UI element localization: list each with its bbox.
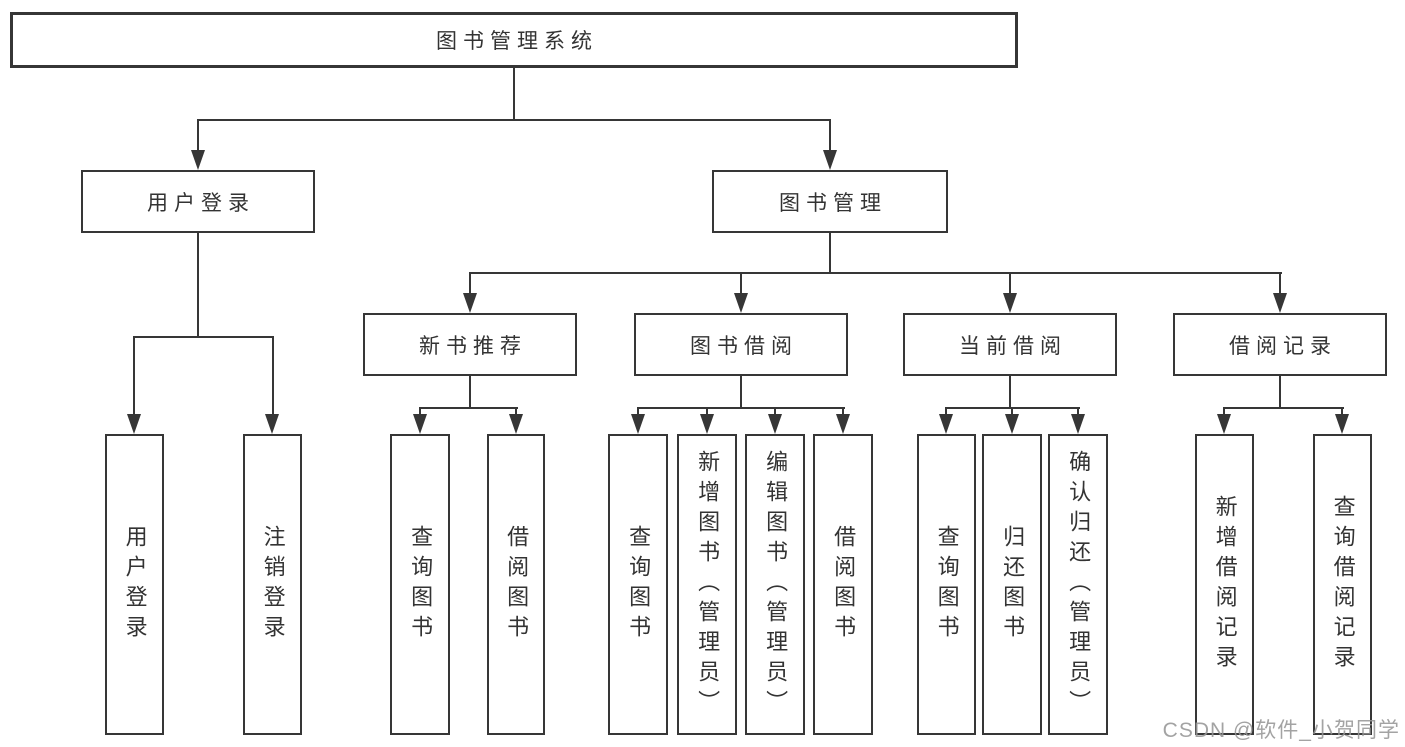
leaf-recommend-query-books: 查询图书: [390, 434, 450, 735]
node-label: 新书推荐: [419, 334, 527, 358]
node-label: 新增图书（管理员）: [695, 449, 721, 720]
node-label: 查询借阅记录: [1330, 494, 1356, 675]
node-label: 归还图书: [1000, 524, 1026, 645]
arrowhead-icon: [413, 414, 427, 434]
node-label: 借阅记录: [1229, 334, 1337, 358]
csdn-watermark: CSDN @软件_小贺同学: [1162, 719, 1400, 742]
connector-line: [1223, 407, 1344, 409]
node-label: 注销登录: [260, 524, 286, 645]
arrowhead-icon: [700, 414, 714, 434]
connector-line: [197, 119, 199, 152]
leaf-recommend-borrow-books: 借阅图书: [487, 434, 545, 735]
node-label: 查询图书: [626, 524, 652, 645]
node-label: 新增借阅记录: [1212, 494, 1238, 675]
connector-line: [133, 336, 135, 416]
leaf-records-query-borrow-record: 查询借阅记录: [1313, 434, 1372, 735]
connector-line: [637, 407, 639, 417]
leaf-current-return-books: 归还图书: [982, 434, 1042, 735]
connector-line: [469, 272, 471, 296]
arrowhead-icon: [127, 414, 141, 434]
leaf-current-confirm-return-admin: 确认归还（管理员）: [1048, 434, 1108, 735]
arrowhead-icon: [191, 150, 205, 170]
connector-line: [469, 376, 471, 409]
connector-line: [272, 336, 274, 416]
leaf-records-add-borrow-record: 新增借阅记录: [1195, 434, 1254, 735]
arrowhead-icon: [1003, 293, 1017, 313]
arrowhead-icon: [823, 150, 837, 170]
connector-line: [740, 272, 742, 296]
leaf-logout: 注销登录: [243, 434, 302, 735]
connector-line: [1223, 407, 1225, 417]
connector-line: [740, 376, 742, 409]
node-label: 图书借阅: [690, 334, 798, 358]
arrowhead-icon: [463, 293, 477, 313]
connector-line: [829, 119, 831, 152]
node-label: 借阅图书: [831, 524, 857, 645]
node-library-management-system: 图书管理系统: [10, 12, 1018, 68]
node-book-borrowing: 图书借阅: [634, 313, 848, 376]
connector-line: [774, 407, 776, 417]
connector-line: [515, 407, 517, 417]
leaf-borrowing-query-books: 查询图书: [608, 434, 668, 735]
node-label: 图书管理系统: [436, 30, 598, 53]
arrowhead-icon: [768, 414, 782, 434]
node-label: 查询图书: [934, 524, 960, 645]
connector-line: [945, 407, 947, 417]
connector-line: [1077, 407, 1079, 417]
connector-line: [419, 407, 518, 409]
connector-line: [829, 233, 831, 274]
connector-line: [513, 68, 515, 119]
connector-line: [842, 407, 844, 417]
connector-line: [706, 407, 708, 417]
arrowhead-icon: [734, 293, 748, 313]
node-label: 查询图书: [408, 524, 434, 645]
arrowhead-icon: [1217, 414, 1231, 434]
node-user-login: 用户登录: [81, 170, 315, 233]
leaf-borrowing-edit-books-admin: 编辑图书（管理员）: [745, 434, 805, 735]
leaf-borrowing-add-books-admin: 新增图书（管理员）: [677, 434, 737, 735]
connector-line: [1009, 272, 1011, 296]
leaf-current-query-books: 查询图书: [917, 434, 976, 735]
node-book-management: 图书管理: [712, 170, 948, 233]
node-label: 当前借阅: [959, 334, 1067, 358]
arrowhead-icon: [631, 414, 645, 434]
arrowhead-icon: [1335, 414, 1349, 434]
connector-line: [419, 407, 421, 417]
connector-line: [1009, 376, 1011, 409]
connector-line: [133, 336, 274, 338]
node-label: 用户登录: [122, 524, 148, 645]
arrowhead-icon: [836, 414, 850, 434]
arrowhead-icon: [1071, 414, 1085, 434]
arrowhead-icon: [509, 414, 523, 434]
connector-line: [1279, 376, 1281, 409]
connector-line: [1011, 407, 1013, 417]
leaf-user-login: 用户登录: [105, 434, 164, 735]
connector-line: [469, 272, 1282, 274]
node-new-book-recommendation: 新书推荐: [363, 313, 577, 376]
leaf-borrowing-borrow-books: 借阅图书: [813, 434, 873, 735]
node-label: 图书管理: [779, 191, 887, 215]
node-label: 用户登录: [147, 191, 255, 215]
node-borrowing-records: 借阅记录: [1173, 313, 1387, 376]
connector-line: [1279, 272, 1281, 296]
connector-line: [197, 233, 199, 336]
connector-line: [637, 407, 845, 409]
arrowhead-icon: [939, 414, 953, 434]
node-current-borrowing: 当前借阅: [903, 313, 1117, 376]
node-label: 确认归还（管理员）: [1066, 449, 1092, 720]
arrowhead-icon: [1273, 293, 1287, 313]
connector-line: [1341, 407, 1343, 417]
node-label: 编辑图书（管理员）: [763, 449, 789, 720]
arrowhead-icon: [1005, 414, 1019, 434]
node-label: 借阅图书: [504, 524, 530, 645]
arrowhead-icon: [265, 414, 279, 434]
connector-line: [197, 119, 831, 121]
